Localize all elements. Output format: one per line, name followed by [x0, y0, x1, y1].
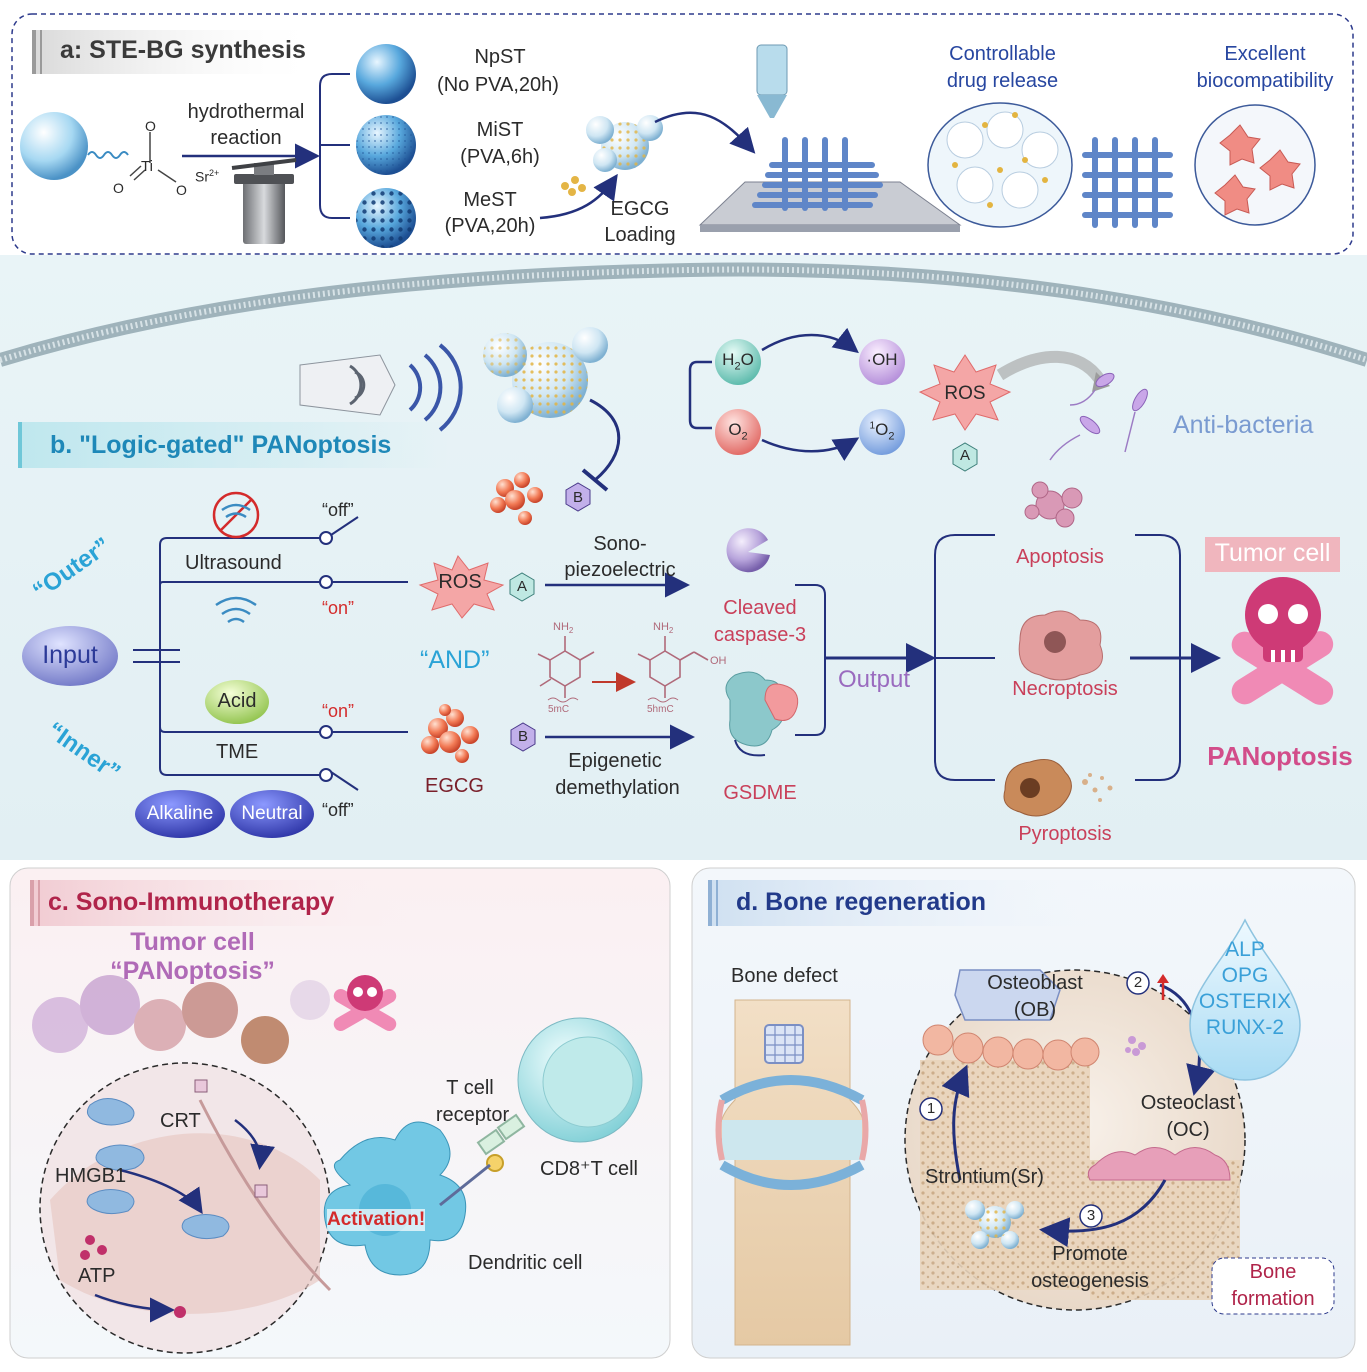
bone-formation-2: formation — [1231, 1288, 1315, 1310]
singlet-o2-label: 1O2 — [869, 420, 895, 443]
panoptosis-label: PANoptosis — [1207, 741, 1353, 771]
panel-a-title: a: STE-BG synthesis — [60, 36, 306, 64]
step-3: 3 — [1086, 1207, 1096, 1224]
necroptosis-label: Necroptosis — [1012, 678, 1118, 700]
ob-label-1: Osteoblast — [987, 972, 1083, 994]
egcg-loading-2: Loading — [604, 224, 676, 246]
off-bottom-label: “off” — [322, 800, 354, 820]
npst-cond: (No PVA,20h) — [437, 74, 559, 96]
gsdme-label: GSDME — [723, 782, 797, 804]
acid-label: Acid — [217, 690, 257, 712]
h2o-label: H2O — [722, 350, 754, 373]
tumor-cell-label: Tumor cell — [1214, 539, 1331, 567]
on-top-label: “on” — [322, 598, 355, 618]
promote-label-2: osteogenesis — [1031, 1270, 1149, 1292]
epi-label-1: Epigenetic — [568, 750, 662, 772]
label-5hmc: 5hmC — [647, 704, 674, 715]
reaction-label-1: hydrothermal — [187, 101, 305, 123]
dendritic-label: Dendritic cell — [468, 1252, 583, 1274]
biocompat-label-1: Excellent — [1224, 43, 1306, 65]
epi-label-2: demethylation — [555, 777, 680, 799]
panel-d-title: d. Bone regeneration — [736, 888, 987, 916]
oh-label: ·OH — [866, 350, 898, 369]
marker-list: ALP OPG OSTERIX RUNX-2 — [1180, 937, 1310, 1041]
oc-label-2: (OC) — [1166, 1119, 1210, 1141]
ultrasound-label: Ultrasound — [185, 552, 282, 574]
nh2-b: NH2 — [653, 621, 674, 636]
tumor-cell-c-1: Tumor cell — [130, 928, 255, 956]
neutral-button: Neutral — [241, 803, 303, 824]
promote-label-1: Promote — [1052, 1243, 1128, 1265]
cleaved-label-1: Cleaved — [723, 597, 797, 619]
oc-label-1: Osteoclast — [1140, 1092, 1236, 1114]
release-label-1: Controllable — [949, 43, 1056, 65]
ti-label: Ti — [141, 158, 153, 175]
release-label-2: drug release — [946, 70, 1059, 92]
tag-b-mid: B — [517, 728, 528, 745]
tcell-receptor-1: T cell — [446, 1077, 494, 1099]
on-bottom-label: “on” — [322, 701, 355, 721]
mist-cond: (PVA,6h) — [460, 146, 540, 168]
cd8-label: CD8⁺T cell — [540, 1158, 638, 1180]
activation-label: Activation! — [327, 1209, 426, 1231]
egcg-loading-1: EGCG — [610, 198, 670, 220]
label-5mc: 5mC — [548, 704, 570, 715]
mest-name: MeST — [463, 189, 517, 211]
step-2: 2 — [1133, 974, 1143, 991]
reaction-label-2: reaction — [210, 127, 282, 149]
marker-runx2: RUNX-2 — [1205, 1016, 1285, 1039]
apoptosis-label: Apoptosis — [1016, 546, 1104, 568]
biocompat-label-2: biocompatibility — [1196, 70, 1334, 92]
output-label: Output — [838, 666, 911, 693]
panel-b-title-bar — [18, 422, 448, 468]
marker-opg: OPG — [1221, 964, 1269, 987]
tcell-receptor-2: receptor — [435, 1104, 510, 1126]
panel-b-title-marker — [18, 422, 22, 468]
egcg-label: EGCG — [425, 775, 484, 797]
strontium-label: Strontium(Sr) — [925, 1166, 1044, 1188]
npst-name: NpST — [474, 46, 526, 68]
tag-a-mid: A — [516, 578, 527, 595]
tag-b-top: B — [572, 489, 583, 506]
ros-mid-label: ROS — [438, 571, 482, 593]
panel-c-title: c. Sono-Immunotherapy — [48, 888, 335, 916]
pyroptosis-label: Pyroptosis — [1018, 823, 1112, 845]
tme-label: TME — [216, 741, 259, 763]
sono-label-1: Sono- — [593, 533, 647, 555]
sono-label-2: piezoelectric — [564, 559, 676, 581]
anti-bacteria-label: Anti-bacteria — [1173, 411, 1314, 439]
bone-defect-label: Bone defect — [731, 965, 838, 987]
tag-a-top: A — [959, 447, 970, 464]
hmgb1-label: HMGB1 — [55, 1165, 127, 1187]
alkaline-button: Alkaline — [146, 803, 214, 824]
and-label: “AND” — [420, 646, 490, 674]
o-right: O — [176, 182, 187, 198]
atp-label: ATP — [78, 1265, 116, 1287]
marker-alp: ALP — [1225, 938, 1265, 961]
o-left: O — [113, 180, 124, 196]
bone-formation-1: Bone — [1249, 1261, 1297, 1283]
sr-label: Sr2+ — [195, 168, 220, 185]
panel-b-title: b. "Logic-gated" PANoptosis — [50, 431, 392, 459]
mest-cond: (PVA,20h) — [444, 215, 536, 237]
input-button: Input — [42, 641, 98, 669]
ros-top-label: ROS — [944, 383, 986, 404]
marker-osterix: OSTERIX — [1198, 990, 1292, 1013]
oh-group: OH — [710, 655, 727, 667]
nh2-a: NH2 — [553, 621, 574, 636]
cleaved-label-2: caspase-3 — [713, 624, 807, 646]
o-top: O — [145, 118, 156, 134]
off-top-label: “off” — [322, 500, 354, 520]
tumor-cell-c-2: “PANoptosis” — [110, 957, 275, 985]
mist-name: MiST — [476, 119, 524, 141]
crt-label: CRT — [160, 1110, 201, 1132]
o2-label: O2 — [728, 420, 748, 443]
step-1: 1 — [926, 1100, 936, 1117]
ob-label-2: (OB) — [1013, 999, 1057, 1021]
